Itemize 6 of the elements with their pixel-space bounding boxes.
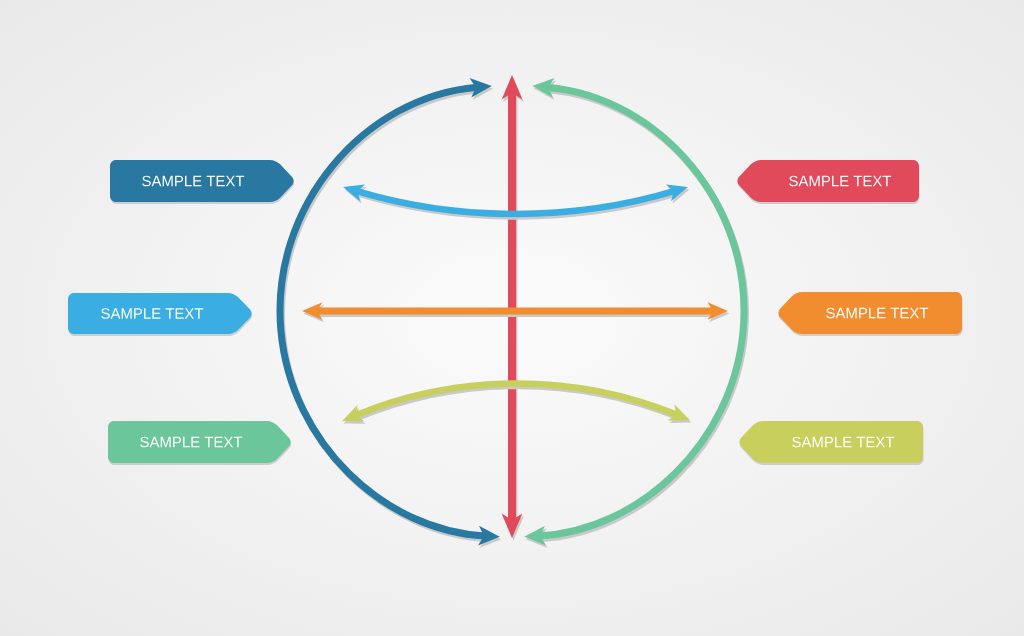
label-tag: SAMPLE TEXT xyxy=(778,292,963,336)
label-tag: SAMPLE TEXT xyxy=(108,421,292,465)
label-tag: SAMPLE TEXT xyxy=(68,293,253,336)
label-tag: SAMPLE TEXT xyxy=(737,160,920,204)
label-tag: SAMPLE TEXT xyxy=(739,421,924,465)
label-tag: SAMPLE TEXT xyxy=(110,160,295,204)
